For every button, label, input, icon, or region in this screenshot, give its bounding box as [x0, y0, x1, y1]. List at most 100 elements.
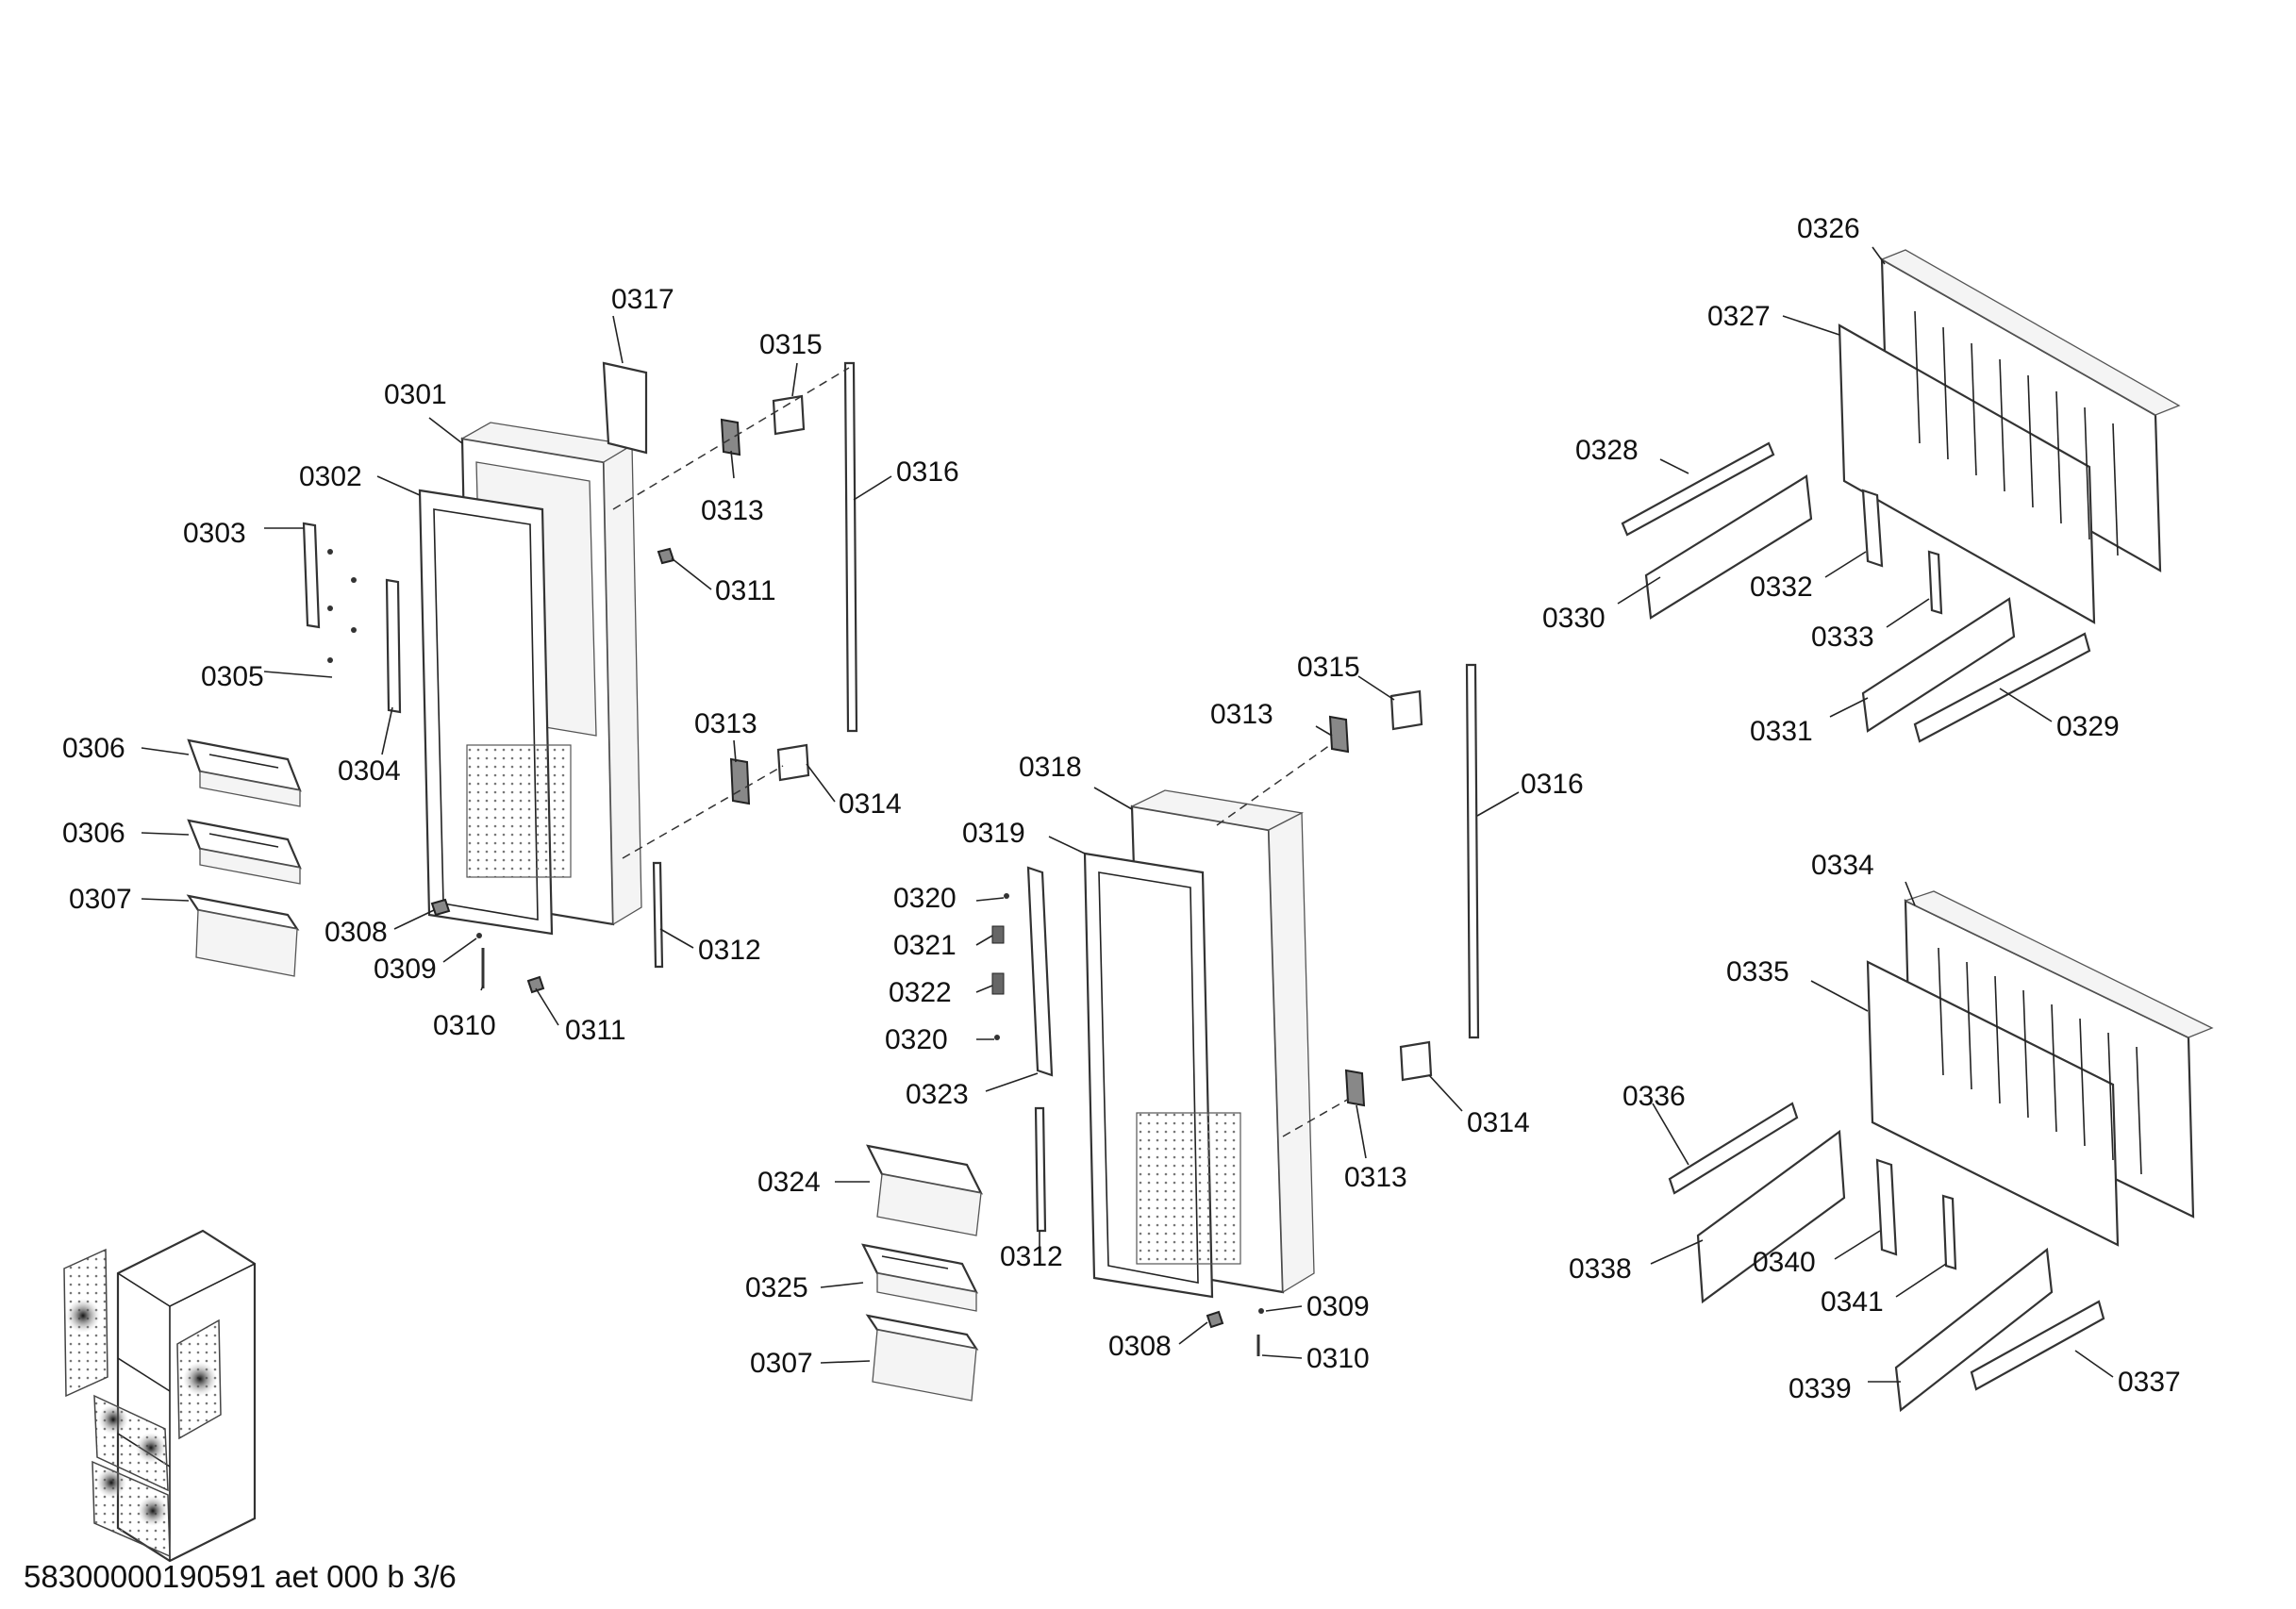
label-0331: 0331 — [1750, 716, 1813, 747]
rail-0328 — [1621, 441, 1775, 537]
handle-rod-0316 — [1465, 663, 1480, 1039]
label-0302: 0302 — [299, 461, 362, 492]
label-0319: 0319 — [962, 818, 1025, 849]
bracket-0331 — [1861, 597, 2016, 733]
label-0333: 0333 — [1811, 622, 1874, 653]
label-0307-center: 0307 — [750, 1348, 813, 1379]
label-0307-left: 0307 — [69, 884, 132, 915]
label-0322: 0322 — [889, 977, 952, 1008]
label-0320-upper: 0320 — [893, 883, 957, 914]
block-0314 — [1399, 1040, 1433, 1082]
part-0311-lower — [526, 975, 545, 994]
part-0320-upper — [1004, 893, 1009, 899]
key-thumbnail — [63, 1229, 257, 1563]
hinge-bracket-0313-lower — [729, 757, 751, 805]
part-0309 — [1258, 1308, 1264, 1314]
label-0324: 0324 — [757, 1167, 821, 1198]
rail-0336 — [1668, 1102, 1799, 1195]
label-0321: 0321 — [893, 930, 957, 961]
label-0316-left: 0316 — [896, 456, 959, 488]
label-0320-lower: 0320 — [885, 1024, 948, 1055]
label-0313-center-lower: 0313 — [1344, 1162, 1407, 1193]
label-0312-left: 0312 — [698, 935, 761, 966]
center-door-assembly — [861, 663, 1480, 1402]
bracket-0339 — [1894, 1247, 2054, 1413]
label-0334: 0334 — [1811, 850, 1874, 881]
label-0311-upper: 0311 — [715, 575, 776, 606]
label-0317: 0317 — [611, 284, 674, 315]
label-0309-center: 0309 — [1306, 1291, 1370, 1322]
block-0315 — [1389, 689, 1423, 731]
part-0308 — [1206, 1310, 1224, 1329]
label-0308-center: 0308 — [1108, 1331, 1172, 1362]
part-0333 — [1927, 550, 1943, 615]
upper-drawer-assembly — [1621, 249, 2181, 743]
label-0326: 0326 — [1797, 213, 1860, 244]
strip-0312 — [1034, 1106, 1047, 1233]
trim-strip-0323 — [1026, 866, 1054, 1077]
label-0314-left: 0314 — [839, 788, 902, 820]
label-0309-left: 0309 — [374, 954, 437, 985]
rail-0337 — [1970, 1300, 2105, 1391]
label-0306-lower: 0306 — [62, 818, 125, 849]
label-0316-center: 0316 — [1521, 769, 1584, 800]
bracket-0338 — [1696, 1129, 1846, 1304]
label-0313-center-upper: 0313 — [1210, 699, 1273, 730]
part-0311-upper — [657, 547, 675, 565]
part-0322 — [991, 972, 1005, 995]
label-0339: 0339 — [1789, 1373, 1852, 1404]
lower-drawer-slats — [1938, 947, 2142, 1175]
part-0308 — [430, 898, 451, 917]
label-0303: 0303 — [183, 518, 246, 549]
part-0341 — [1941, 1194, 1957, 1270]
upper-drawer-slats — [1914, 310, 2119, 556]
label-0313-left-upper: 0313 — [701, 495, 764, 526]
bracket-0330 — [1644, 474, 1813, 620]
drawer-gasket-0327 — [1838, 323, 2096, 624]
label-0332: 0332 — [1750, 572, 1813, 603]
label-0323: 0323 — [906, 1079, 969, 1110]
footer-document-code: 58300000190591 aet 000 b 3/6 — [24, 1559, 457, 1594]
label-0310-center: 0310 — [1306, 1343, 1370, 1374]
label-0311-lower: 0311 — [565, 1015, 626, 1046]
part-0320-lower — [994, 1035, 1000, 1040]
label-0315-left: 0315 — [759, 329, 823, 360]
label-0314-center: 0314 — [1467, 1107, 1530, 1138]
hinge-plate-0304 — [385, 578, 402, 714]
label-0318: 0318 — [1019, 752, 1082, 783]
center-dispenser-grid — [1136, 1112, 1241, 1265]
label-0305: 0305 — [201, 661, 264, 692]
label-0327: 0327 — [1707, 301, 1771, 332]
strip-0312 — [652, 861, 664, 969]
label-0308-left: 0308 — [324, 917, 388, 948]
door-bin-0306-lower — [187, 819, 302, 885]
door-bin-0307-center — [865, 1314, 979, 1402]
door-bin-0324 — [866, 1144, 983, 1236]
part-labels: 0317 0301 0302 0303 0305 0304 0306 0306 … — [62, 213, 2181, 1404]
block-0315 — [772, 394, 806, 436]
part-0321 — [991, 925, 1005, 944]
label-0335: 0335 — [1726, 956, 1789, 987]
label-0340: 0340 — [1753, 1247, 1816, 1278]
hinge-bracket-0313-upper — [1328, 715, 1350, 754]
label-0301: 0301 — [384, 379, 447, 410]
bracket-0340 — [1875, 1158, 1898, 1256]
label-0315-center: 0315 — [1297, 652, 1360, 683]
label-0336: 0336 — [1622, 1081, 1686, 1112]
label-0337: 0337 — [2118, 1367, 2181, 1398]
top-cap-0317 — [602, 361, 648, 455]
label-0328: 0328 — [1575, 435, 1639, 466]
drawer-gasket-0335 — [1866, 960, 2120, 1247]
handle-rod-0316 — [843, 361, 858, 733]
label-0330: 0330 — [1542, 603, 1606, 634]
door-bin-0307 — [186, 894, 300, 977]
label-0313-left-lower: 0313 — [694, 708, 757, 739]
rail-0329 — [1913, 632, 2091, 743]
label-0312-center: 0312 — [1000, 1241, 1063, 1272]
label-0304: 0304 — [338, 755, 401, 787]
label-0341: 0341 — [1821, 1286, 1884, 1318]
door-bin-0325 — [861, 1243, 978, 1312]
door-bin-0306-upper — [187, 738, 302, 807]
label-0310-left: 0310 — [433, 1010, 496, 1041]
